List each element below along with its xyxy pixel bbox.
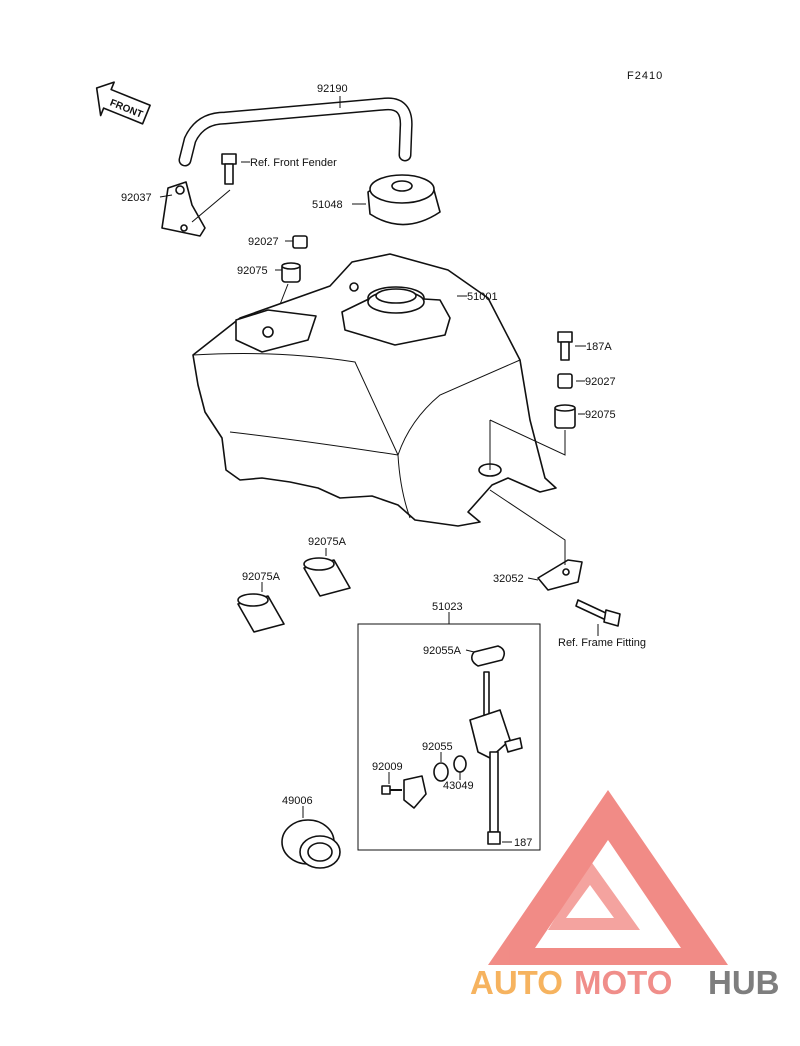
damper-right: [489, 404, 585, 470]
bolt-frame-fitting: [575, 599, 621, 636]
bolt-right: [557, 331, 586, 361]
figure-code: F2410: [627, 70, 663, 82]
fuel-tank: [192, 253, 557, 527]
label-fuel-cock: 51023: [432, 601, 463, 613]
label-tank: 51001: [467, 291, 498, 303]
fuel-cock-box: [357, 612, 541, 851]
lever-seal: [453, 755, 467, 780]
gasket: [465, 645, 506, 667]
fuel-cock: [469, 671, 523, 845]
label-damper-a-lower: 92075A: [242, 571, 281, 583]
bracket-left: [159, 181, 231, 237]
label-o-ring: 92055: [422, 741, 453, 753]
label-cup: 49006: [282, 795, 313, 807]
watermark-auto: AUTO: [470, 964, 563, 1001]
bracket-right: [489, 489, 583, 591]
watermark-hub: HUB: [708, 964, 780, 1001]
watermark-wordmark: AUTO MOTO HUB: [470, 964, 780, 1001]
label-breather-hose: 92190: [317, 83, 348, 95]
label-bolt-right: 187A: [586, 341, 612, 353]
label-drain-bolt: 187: [514, 837, 532, 849]
damper-a-lower: [237, 582, 285, 633]
label-fuel-cap: 51048: [312, 199, 343, 211]
cup: [281, 806, 341, 869]
damper-a-upper: [303, 548, 351, 597]
watermark-moto: MOTO: [574, 964, 672, 1001]
label-ref-frame-fitting: Ref. Frame Fitting: [558, 637, 646, 649]
label-ref-front-fender: Ref. Front Fender: [250, 157, 337, 169]
front-arrow-icon: FRONT: [95, 81, 151, 125]
label-bracket-right: 32052: [493, 573, 524, 585]
label-screw: 92009: [372, 761, 403, 773]
o-ring: [433, 752, 449, 782]
label-damper-top: 92075: [237, 265, 268, 277]
label-lever: 43049: [443, 780, 474, 792]
screw: [381, 772, 402, 795]
breather-hose: [178, 96, 413, 167]
watermark-logo: [488, 790, 728, 965]
label-damper-a-upper: 92075A: [308, 536, 347, 548]
label-gasket: 92055A: [423, 645, 462, 657]
bolt-front-fender: [221, 153, 250, 185]
label-collar-top: 92027: [248, 236, 279, 248]
label-collar-right: 92027: [585, 376, 616, 388]
collar-top: [285, 235, 308, 249]
lever: [403, 775, 427, 809]
label-bracket-left: 92037: [121, 192, 152, 204]
fuel-cap: [352, 174, 441, 226]
collar-right: [557, 373, 585, 389]
label-damper-right: 92075: [585, 409, 616, 421]
